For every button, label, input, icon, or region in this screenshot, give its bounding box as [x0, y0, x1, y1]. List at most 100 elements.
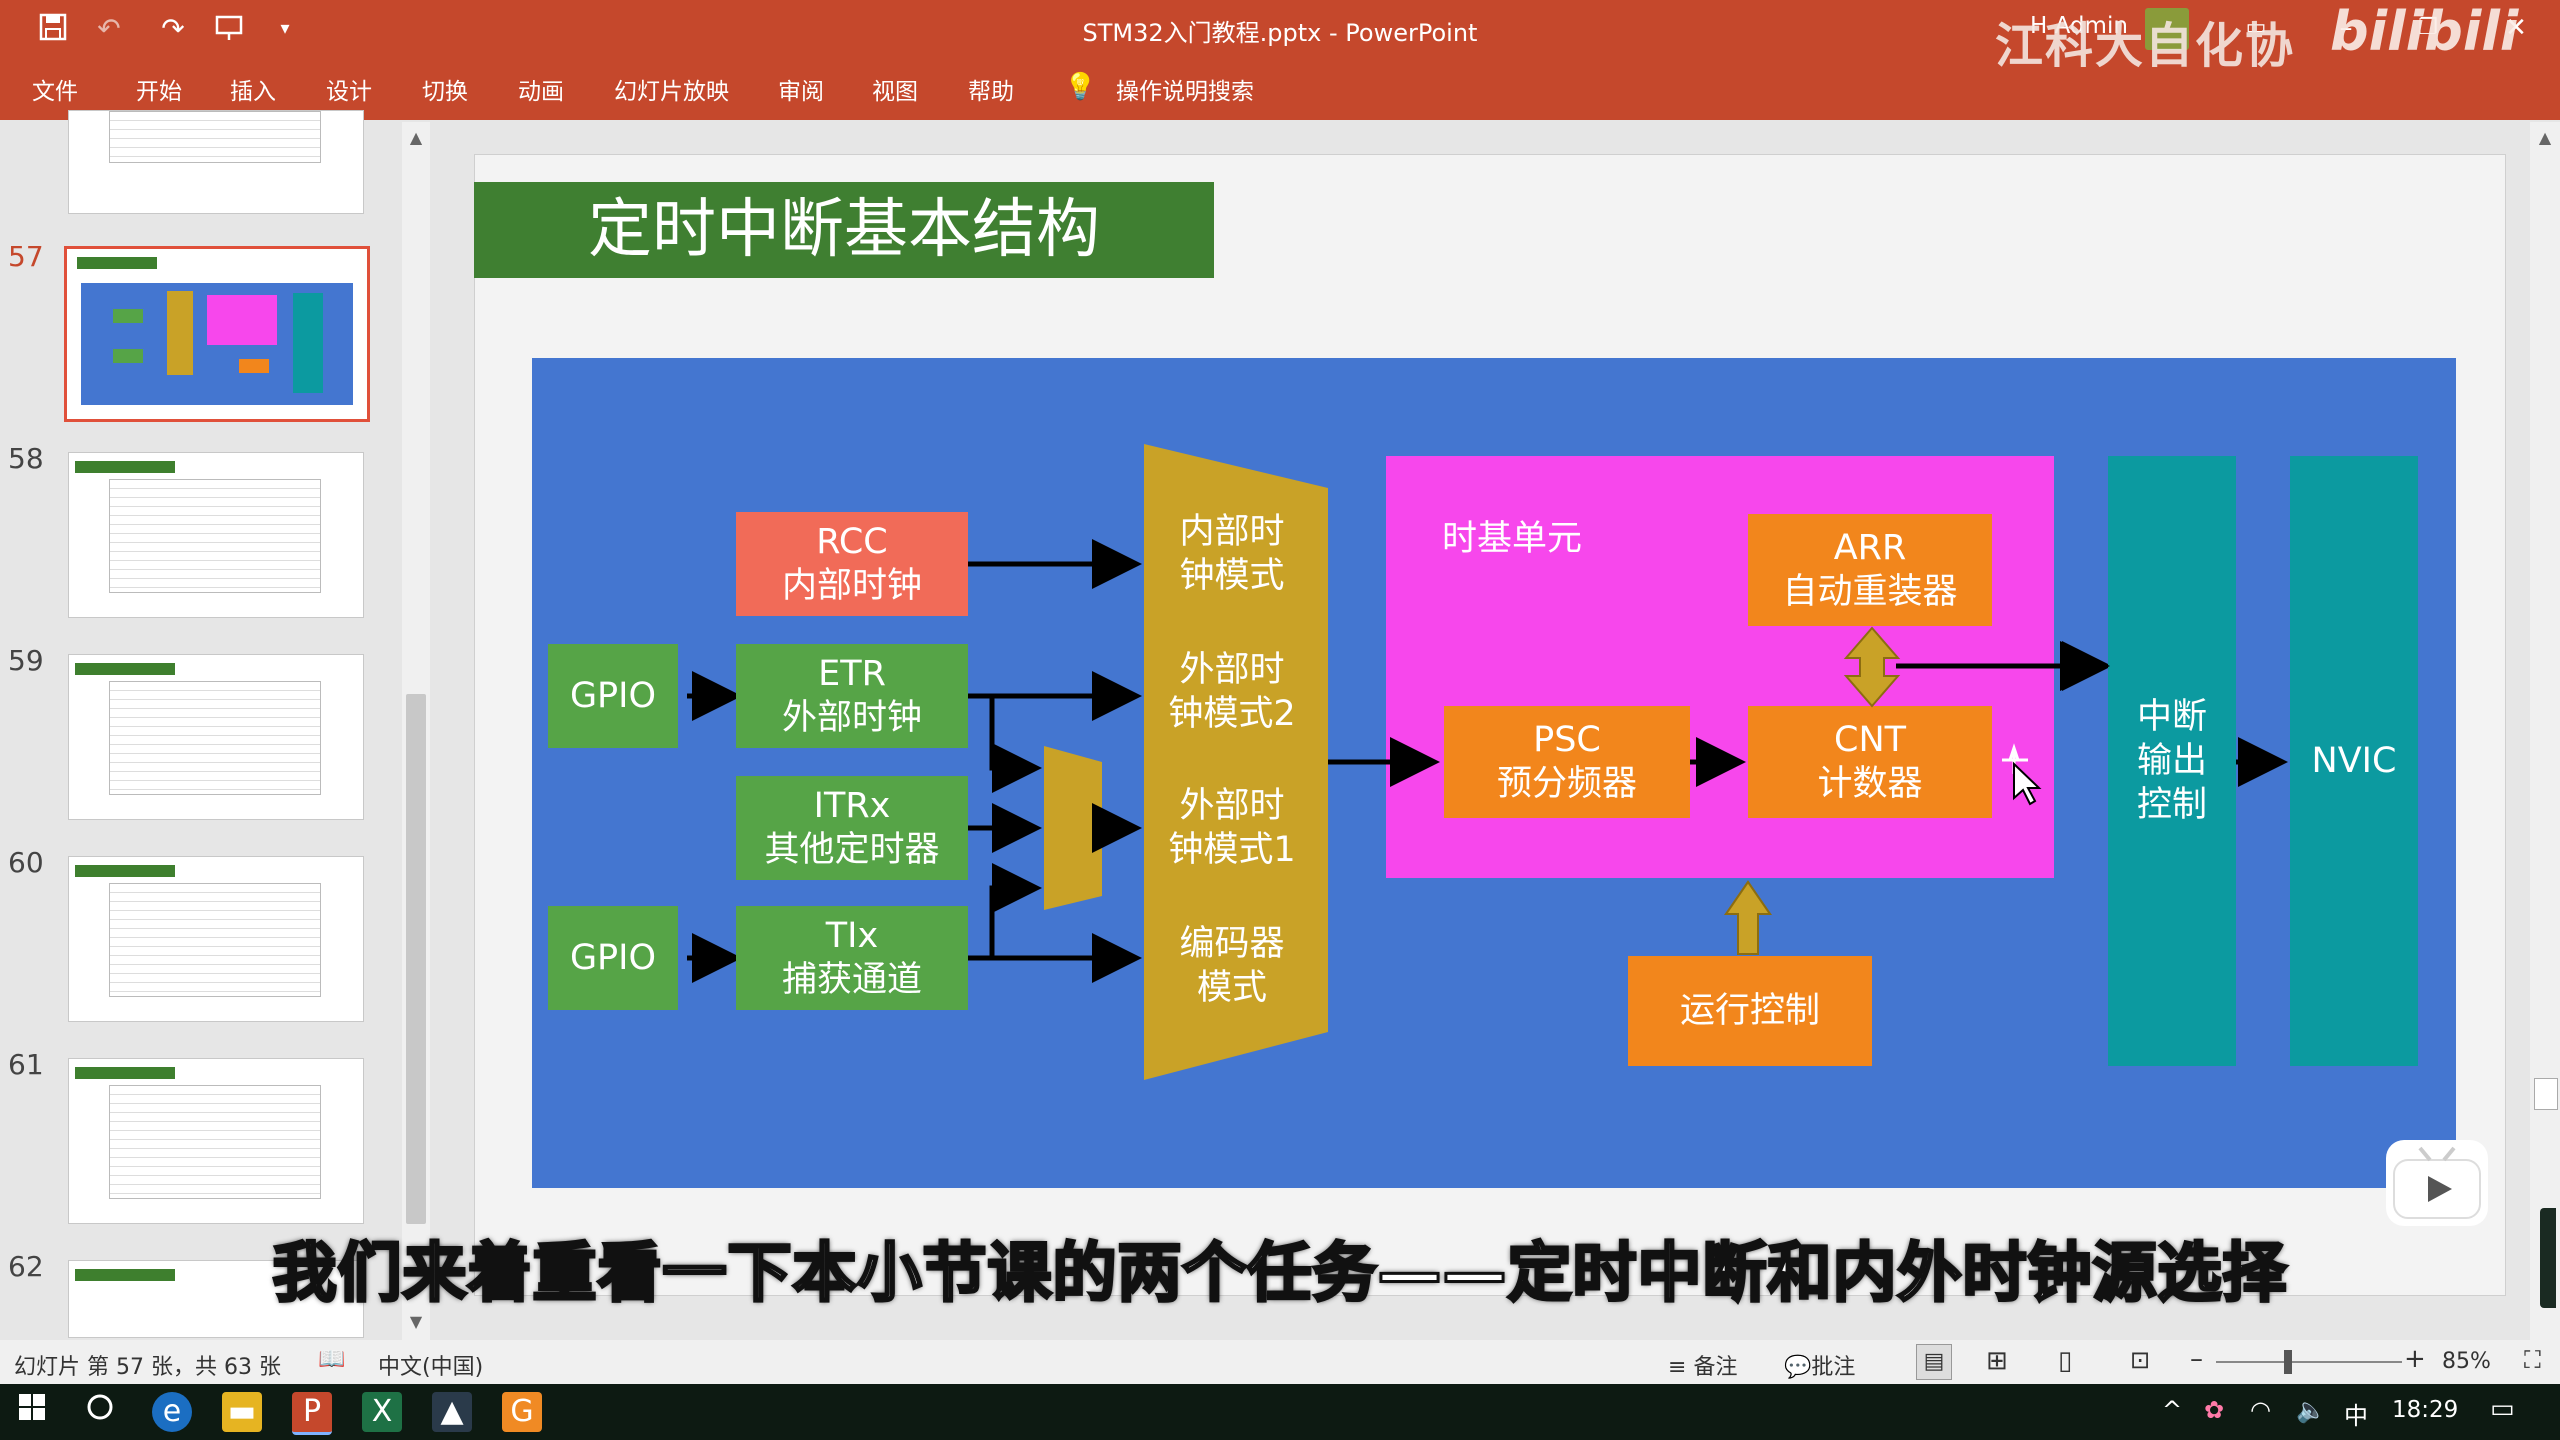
photos-icon[interactable]: ▲ — [432, 1392, 472, 1432]
slide-scrollbar[interactable]: ▲ — [2530, 122, 2560, 1340]
zoom-level[interactable]: 85% — [2442, 1349, 2491, 1374]
tab-home[interactable]: 开始 — [136, 79, 182, 105]
tab-slideshow[interactable]: 幻灯片放映 — [614, 79, 729, 105]
tab-file[interactable]: 文件 — [32, 79, 78, 105]
restore-button[interactable]: ❐ — [2418, 15, 2438, 40]
run-control-arrow — [1724, 880, 1772, 955]
tab-design[interactable]: 设计 — [326, 79, 372, 105]
windows-start-icon[interactable] — [12, 1392, 52, 1432]
save-icon[interactable] — [36, 12, 70, 46]
comments-button[interactable]: 💬批注 — [1784, 1355, 1856, 1380]
file-explorer-icon[interactable]: ▬ — [222, 1392, 262, 1432]
excel-icon[interactable]: X — [362, 1392, 402, 1432]
notification-icon[interactable]: ▭ — [2490, 1394, 2515, 1424]
status-bar: 幻灯片 第 57 张，共 63 张 📖 中文(中国) ≡ 备注 💬批注 ▤ ⊞ … — [0, 1340, 2560, 1384]
bilibili-watermark: bilibili — [2330, 0, 2519, 63]
tray-app-icon[interactable]: ✿ — [2204, 1396, 2225, 1424]
powerpoint-icon[interactable]: P — [292, 1392, 332, 1435]
gpio-box[interactable]: GPIO — [548, 644, 678, 748]
slide-thumbnail[interactable] — [68, 654, 364, 820]
wifi-icon[interactable]: ◠ — [2250, 1396, 2271, 1424]
slideshow-view-icon[interactable]: ⊡ — [2130, 1346, 2151, 1374]
slide-thumbnail[interactable] — [68, 856, 364, 1022]
side-handle — [2540, 1208, 2556, 1308]
tab-insert[interactable]: 插入 — [230, 79, 276, 105]
notes-button[interactable]: ≡ 备注 — [1668, 1355, 1738, 1380]
mux-label-internal: 内部时钟模式 — [1179, 512, 1285, 596]
reading-view-icon[interactable]: ▯ — [2058, 1346, 2073, 1376]
tab-transitions[interactable]: 切换 — [422, 79, 468, 105]
zoom-in-icon[interactable]: + — [2404, 1344, 2426, 1374]
customize-toolbar-icon[interactable]: ▾ — [280, 18, 290, 39]
fit-slide-icon[interactable]: ⛶ — [2524, 1346, 2541, 1374]
minimize-button[interactable]: – — [2339, 13, 2353, 43]
slide-number: 61 — [8, 1048, 44, 1081]
slide-thumbnail[interactable] — [68, 1260, 364, 1338]
ribbon-tabs: 文件 开始 插入 设计 切换 动画 幻灯片放映 审阅 视图 帮助 💡 操作说明搜… — [0, 0, 2560, 120]
present-from-start-icon[interactable] — [212, 12, 246, 46]
spellcheck-icon[interactable]: 📖 — [318, 1347, 346, 1372]
ime-indicator[interactable]: 中 — [2344, 1402, 2368, 1430]
slide-title[interactable]: 定时中断基本结构 — [474, 182, 1214, 278]
normal-view-icon[interactable]: ▤ — [1916, 1344, 1952, 1380]
tab-animations[interactable]: 动画 — [518, 79, 564, 105]
app-icon[interactable]: G — [502, 1392, 542, 1432]
run-control-box[interactable]: 运行控制 — [1628, 956, 1872, 1066]
comment-icon: 💬 — [1784, 1355, 1812, 1380]
lightbulb-icon[interactable]: 💡 — [1064, 72, 1097, 102]
slide-number: 58 — [8, 442, 44, 475]
mux-label-external2: 外部时钟模式2 — [1168, 650, 1296, 734]
zoom-slider[interactable] — [2216, 1361, 2402, 1363]
close-button[interactable]: ✕ — [2505, 13, 2527, 43]
user-name[interactable]: H Admin — [2030, 13, 2128, 39]
slide-thumbnail[interactable] — [68, 1058, 364, 1224]
ribbon-display-options-icon[interactable]: ▭ — [2245, 15, 2267, 40]
thumbnail-scrollbar[interactable]: ▲ ▼ — [402, 122, 430, 1340]
clock-mode-mux — [1144, 444, 1328, 1080]
search-icon[interactable] — [80, 1392, 120, 1432]
scrollbar-thumb[interactable] — [2534, 1078, 2558, 1110]
scroll-up-icon[interactable]: ▲ — [2538, 128, 2552, 147]
mux-label-external1: 外部时钟模式1 — [1168, 786, 1296, 870]
zoom-out-icon[interactable]: – — [2190, 1344, 2203, 1374]
video-subtitle: 我们来着重看一下本小节课的两个任务——定时中断和内外时钟源选择 — [271, 1236, 2288, 1313]
volume-icon[interactable]: 🔈 — [2296, 1396, 2326, 1424]
slide-thumbnail[interactable] — [68, 452, 364, 618]
slide-thumbnail-selected[interactable] — [64, 246, 370, 422]
slide-number: 60 — [8, 846, 44, 879]
scroll-down-icon[interactable]: ▼ — [409, 1312, 423, 1331]
slide-number: 62 — [8, 1250, 44, 1283]
brand-watermark: 江科大自化协 — [1995, 18, 2296, 74]
tell-me-search[interactable]: 操作说明搜索 — [1116, 79, 1254, 105]
bilibili-tv-icon[interactable] — [2386, 1140, 2488, 1226]
tab-view[interactable]: 视图 — [872, 79, 918, 105]
window-title: STM32入门教程.pptx - PowerPoint — [1082, 19, 1478, 47]
tab-review[interactable]: 审阅 — [778, 79, 824, 105]
show-hidden-icons[interactable]: ^ — [2162, 1396, 2183, 1424]
zoom-slider-handle[interactable] — [2284, 1350, 2292, 1374]
slide-sorter-icon[interactable]: ⊞ — [1986, 1346, 2008, 1376]
slide-thumbnail-panel: 57 58 59 60 61 62 — [0, 110, 404, 1340]
clock[interactable]: 18:29 — [2392, 1397, 2459, 1423]
redo-icon[interactable]: ↷ — [161, 12, 185, 45]
scrollbar-thumb[interactable] — [406, 694, 426, 1224]
language-indicator[interactable]: 中文(中国) — [378, 1355, 484, 1380]
avatar[interactable] — [2145, 8, 2189, 50]
undo-icon[interactable]: ↶ — [97, 12, 121, 45]
slide-thumbnail[interactable] — [68, 110, 364, 214]
scroll-up-icon[interactable]: ▲ — [409, 128, 423, 147]
windows-taskbar: e ▬ P X ▲ G ^ ✿ ◠ 🔈 中 18:29 ▭ — [0, 1384, 2560, 1440]
edge-browser-icon[interactable]: e — [152, 1392, 192, 1432]
slide-count: 幻灯片 第 57 张，共 63 张 — [14, 1355, 281, 1380]
interrupt-output-control[interactable]: 中断输出控制 — [2108, 456, 2236, 1066]
gpio-box[interactable]: GPIO — [548, 906, 678, 1010]
nvic-box[interactable]: NVIC — [2290, 456, 2418, 1066]
tab-help[interactable]: 帮助 — [968, 79, 1014, 105]
